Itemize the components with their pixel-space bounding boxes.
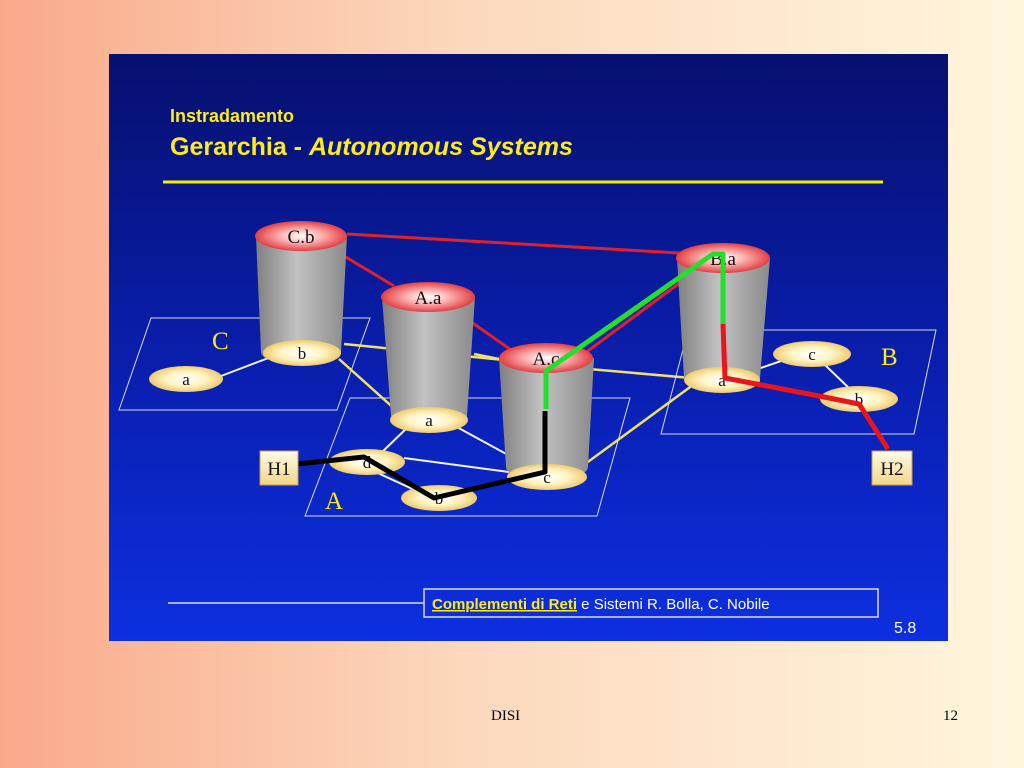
router-a-a: a [390, 407, 468, 433]
slide-title-prefix: Gerarchia - [170, 133, 309, 161]
credit-rest: e Sistemi R. Bolla, C. Nobile [577, 596, 770, 613]
host-h2-label: H2 [880, 459, 903, 480]
link-cb-to-aa [338, 358, 398, 412]
host-h2: H2 [871, 450, 913, 486]
credit-course: Complementi di Reti [432, 596, 577, 613]
router-b-a-label: a [718, 371, 726, 390]
footer-org: DISI [491, 708, 521, 724]
host-h1: H1 [259, 450, 299, 486]
slide-title: Gerarchia - Autonomous Systems [170, 133, 573, 161]
link-a-a-a-d [378, 425, 410, 456]
as-c-label: C [212, 328, 229, 355]
cylinder-aa-label: A.a [415, 288, 442, 309]
host-h1-label: H1 [267, 459, 290, 480]
link-b-c-b-b [823, 363, 852, 391]
router-c-b: b [263, 340, 341, 366]
router-c-b-label: b [298, 344, 307, 363]
link-aa-to-ac [473, 352, 505, 362]
link-a-c-to-b-a [580, 380, 698, 469]
as-b-plane [660, 329, 937, 435]
footer-slide-number: 12 [943, 708, 958, 724]
cylinder-cb-label: C.b [288, 227, 315, 248]
router-b-c: c [773, 341, 851, 367]
as-a-label: A [325, 488, 343, 515]
as-hierarchy-diagram: Instradamento Gerarchia - Autonomous Sys… [118, 106, 937, 637]
link-a-d-a-c [403, 457, 510, 473]
link-ac-to-ba [588, 367, 692, 380]
router-b-b-label: b [855, 390, 864, 409]
slide-subtitle: Instradamento [170, 106, 294, 126]
router-a-c-label: c [543, 468, 551, 487]
router-c-a: a [149, 366, 223, 392]
credit-text: Complementi di Reti e Sistemi R. Bolla, … [432, 596, 770, 613]
path-segment-as-b [720, 323, 891, 451]
router-a-d: d [329, 449, 405, 475]
slide-page-number: 5.8 [894, 620, 916, 637]
link-aa-ac [466, 317, 515, 354]
router-a-a-label: a [425, 411, 433, 430]
slide-title-italic: Autonomous Systems [308, 133, 573, 161]
router-c-a-label: a [182, 370, 190, 389]
cylinder-aa: A.a [381, 282, 475, 429]
link-ac-ba [580, 274, 690, 358]
router-b-b: b [820, 386, 898, 412]
as-b-label: B [881, 344, 898, 371]
path-segment-as-a [296, 411, 548, 501]
router-b-a: a [684, 367, 760, 393]
link-cb-ba [346, 232, 715, 257]
router-a-c: c [507, 464, 587, 490]
credit-box [423, 588, 879, 618]
slide-panel: Instradamento Gerarchia - Autonomous Sys… [109, 54, 948, 641]
router-b-c-label: c [808, 345, 816, 364]
path-segment-inter-as [543, 251, 726, 409]
router-a-d-label: d [363, 453, 372, 472]
cylinder-cb: C.b [255, 221, 347, 365]
